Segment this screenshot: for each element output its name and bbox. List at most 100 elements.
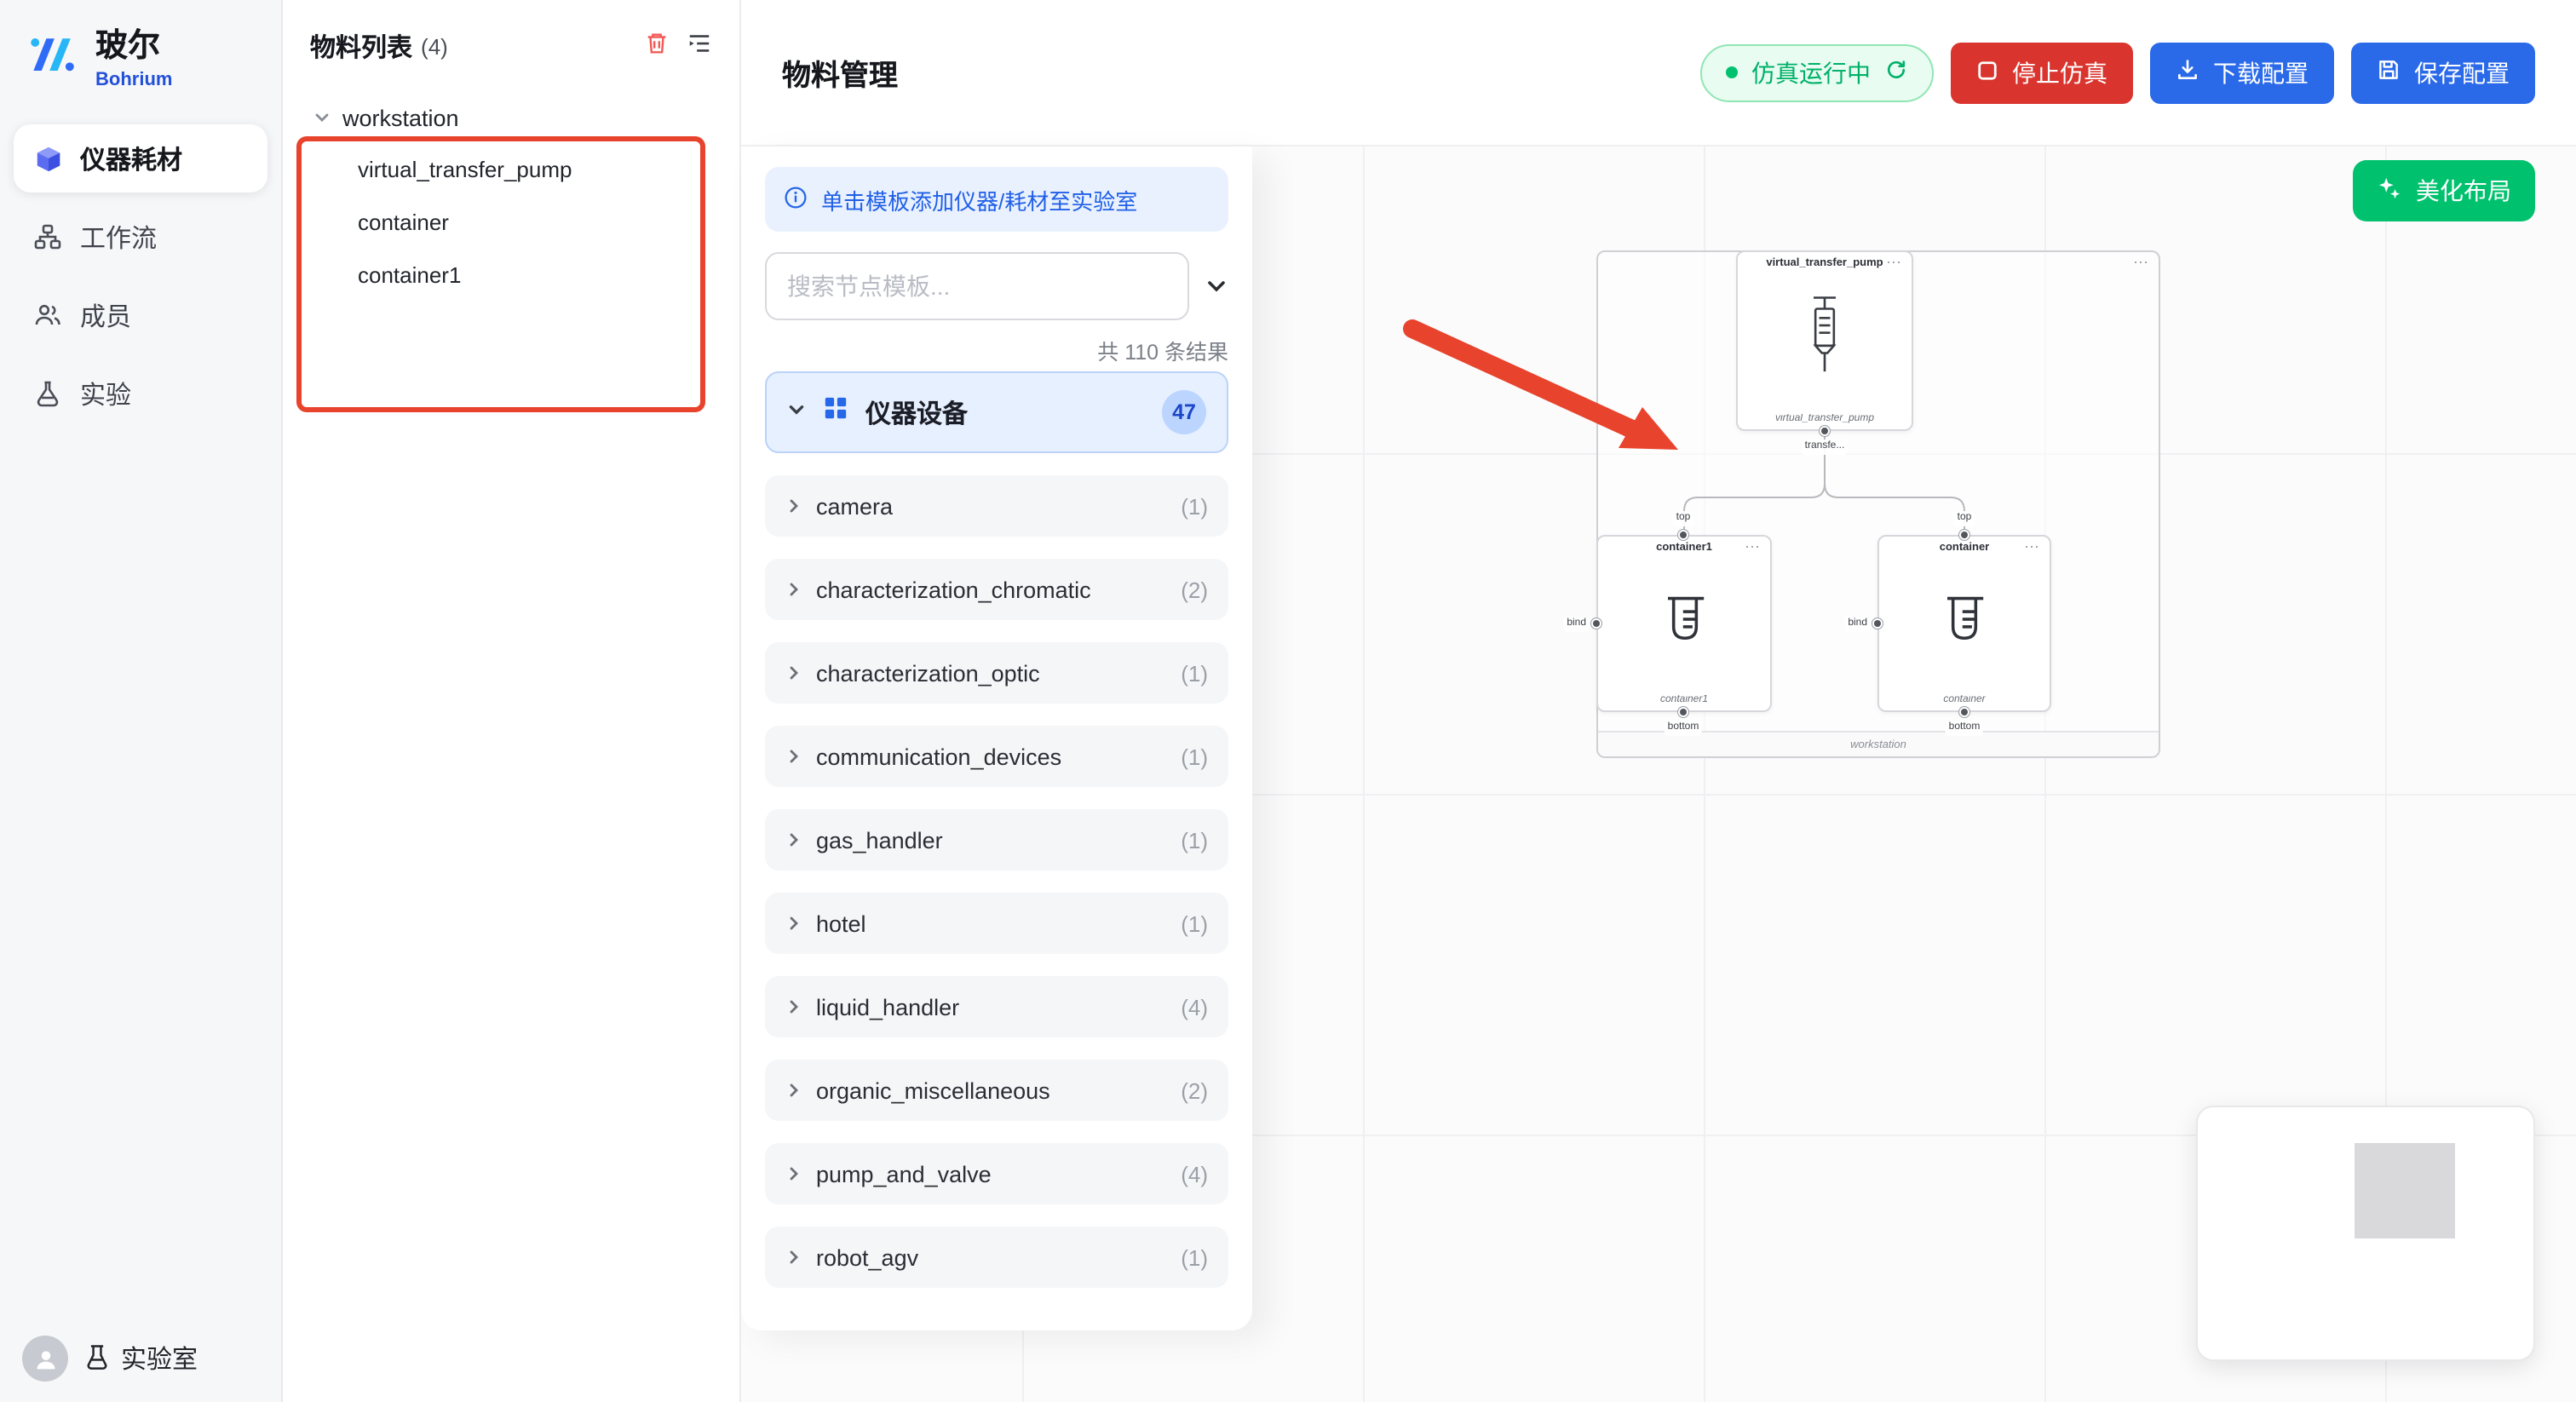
template-item-count: (1)	[1181, 660, 1208, 686]
grid-icon	[823, 395, 848, 429]
chevron-down-icon	[313, 105, 331, 130]
download-button-label: 下载配置	[2213, 59, 2309, 86]
chevron-right-icon	[785, 994, 802, 1020]
port-dot[interactable]	[1591, 618, 1601, 629]
search-input[interactable]	[765, 252, 1189, 320]
sidebar: 玻尔 Bohrium 仪器耗材	[0, 0, 283, 1402]
template-item-count: (2)	[1181, 577, 1208, 602]
template-item-label: characterization_optic	[816, 660, 1040, 686]
template-item-communication-devices[interactable]: communication_devices (1)	[765, 726, 1228, 787]
port-dot[interactable]	[1678, 530, 1688, 540]
port-label: bottom	[1945, 721, 1984, 736]
avatar[interactable]	[22, 1336, 68, 1382]
collapse-list-icon[interactable]	[687, 30, 712, 64]
port-dot[interactable]	[1872, 618, 1883, 629]
sidebar-item-members[interactable]: 成员	[14, 281, 267, 349]
sidebar-item-instruments[interactable]: 仪器耗材	[14, 124, 267, 192]
info-icon	[784, 185, 808, 214]
node-title: virtual_transfer_pump	[1766, 257, 1883, 269]
tree-node-label: virtual_transfer_pump	[358, 157, 572, 182]
materials-panel: 物料列表 (4)	[283, 0, 741, 1402]
logo[interactable]: 玻尔 Bohrium	[0, 0, 281, 111]
stop-simulation-button[interactable]: 停止仿真	[1951, 42, 2133, 103]
sidebar-item-experiments[interactable]: 实验	[14, 359, 267, 428]
template-item-camera[interactable]: camera (1)	[765, 475, 1228, 537]
template-item-label: camera	[816, 493, 894, 519]
node-container[interactable]: container container	[1877, 535, 2051, 712]
beautify-layout-button[interactable]: 美化布局	[2353, 160, 2535, 221]
sidebar-item-label: 实验	[80, 381, 132, 410]
node-menu-icon[interactable]	[2024, 538, 2041, 557]
minimap[interactable]	[2196, 1106, 2535, 1361]
node-virtual-transfer-pump[interactable]: virtual_transfer_pump virtual_transfer_	[1736, 250, 1913, 431]
chevron-right-icon	[785, 577, 802, 602]
template-item-label: robot_agv	[816, 1244, 919, 1270]
category-instrument-devices[interactable]: 仪器设备 47	[765, 371, 1228, 453]
node-title: container	[1939, 542, 1990, 554]
main-header: 物料管理 仿真运行中 停止仿真	[741, 0, 2576, 147]
stop-icon	[1976, 59, 1998, 86]
template-item-label: organic_miscellaneous	[816, 1077, 1050, 1103]
save-button-label: 保存配置	[2414, 59, 2510, 86]
refresh-icon[interactable]	[1884, 58, 1908, 87]
sidebar-item-workflow[interactable]: 工作流	[14, 203, 267, 271]
node-caption: virtual_transfer_pump	[1774, 414, 1875, 424]
port-dot[interactable]	[1959, 530, 1969, 540]
template-item-label: pump_and_valve	[816, 1161, 992, 1187]
lab-link[interactable]: 实验室	[83, 1341, 198, 1376]
template-item-organic-miscellaneous[interactable]: organic_miscellaneous (2)	[765, 1060, 1228, 1121]
chevron-down-icon[interactable]	[1205, 274, 1228, 298]
beautify-button-label: 美化布局	[2416, 177, 2511, 204]
port-dot[interactable]	[1820, 426, 1830, 436]
tree-node-label: container1	[358, 262, 462, 288]
template-panel: 单击模板添加仪器/耗材至实验室 共 110 条结果	[741, 147, 1252, 1330]
sidebar-footer: 实验室	[0, 1336, 281, 1382]
sparkle-icon	[2377, 175, 2402, 206]
trash-icon[interactable]	[644, 30, 670, 64]
tree-node-container[interactable]: container	[313, 196, 722, 249]
template-item-label: characterization_chromatic	[816, 577, 1091, 602]
materials-header: 物料列表 (4)	[283, 0, 739, 82]
info-banner-text: 单击模板添加仪器/耗材至实验室	[821, 188, 1138, 214]
tree-node-label: workstation	[342, 105, 459, 130]
save-config-button[interactable]: 保存配置	[2351, 42, 2535, 103]
category-label: 仪器设备	[865, 399, 969, 428]
template-item-pump-and-valve[interactable]: pump_and_valve (4)	[765, 1143, 1228, 1204]
port-label: bottom	[1664, 721, 1703, 736]
lab-label: 实验室	[121, 1346, 198, 1375]
chevron-right-icon	[785, 1077, 802, 1103]
template-item-gas-handler[interactable]: gas_handler (1)	[765, 809, 1228, 871]
tree-node-workstation[interactable]: workstation	[313, 92, 722, 143]
download-config-button[interactable]: 下载配置	[2150, 42, 2334, 103]
cube-icon	[32, 144, 63, 173]
port-label: top	[1953, 511, 1975, 526]
group-menu-icon[interactable]	[2133, 254, 2150, 273]
sidebar-item-label: 工作流	[80, 224, 158, 253]
tree-node-pump[interactable]: virtual_transfer_pump	[313, 143, 722, 196]
chevron-right-icon	[785, 827, 802, 853]
template-item-liquid-handler[interactable]: liquid_handler (4)	[765, 976, 1228, 1037]
logo-subtitle: Bohrium	[95, 69, 173, 90]
page-title: 物料管理	[782, 60, 898, 92]
template-item-count: (4)	[1181, 994, 1208, 1020]
template-item-robot-agv[interactable]: robot_agv (1)	[765, 1227, 1228, 1288]
node-menu-icon[interactable]	[1886, 254, 1903, 273]
status-dot-icon	[1726, 66, 1738, 78]
template-item-count: (4)	[1181, 1161, 1208, 1187]
port-dot[interactable]	[1678, 707, 1688, 717]
sidebar-item-label: 仪器耗材	[80, 146, 183, 175]
template-item-hotel[interactable]: hotel (1)	[765, 893, 1228, 954]
template-item-characterization-chromatic[interactable]: characterization_chromatic (2)	[765, 559, 1228, 620]
flask-icon	[32, 380, 63, 407]
port-dot[interactable]	[1959, 707, 1969, 717]
beaker-icon	[1650, 585, 1718, 662]
template-item-characterization-optic[interactable]: characterization_optic (1)	[765, 642, 1228, 704]
node-container1[interactable]: container1 container1	[1596, 535, 1772, 712]
port-label: bind	[1563, 617, 1590, 632]
status-label: 仿真运行中	[1751, 59, 1871, 86]
node-menu-icon[interactable]	[1745, 538, 1762, 557]
tree-node-container1[interactable]: container1	[313, 249, 722, 302]
people-icon	[32, 302, 63, 329]
sidebar-item-label: 成员	[80, 302, 132, 331]
